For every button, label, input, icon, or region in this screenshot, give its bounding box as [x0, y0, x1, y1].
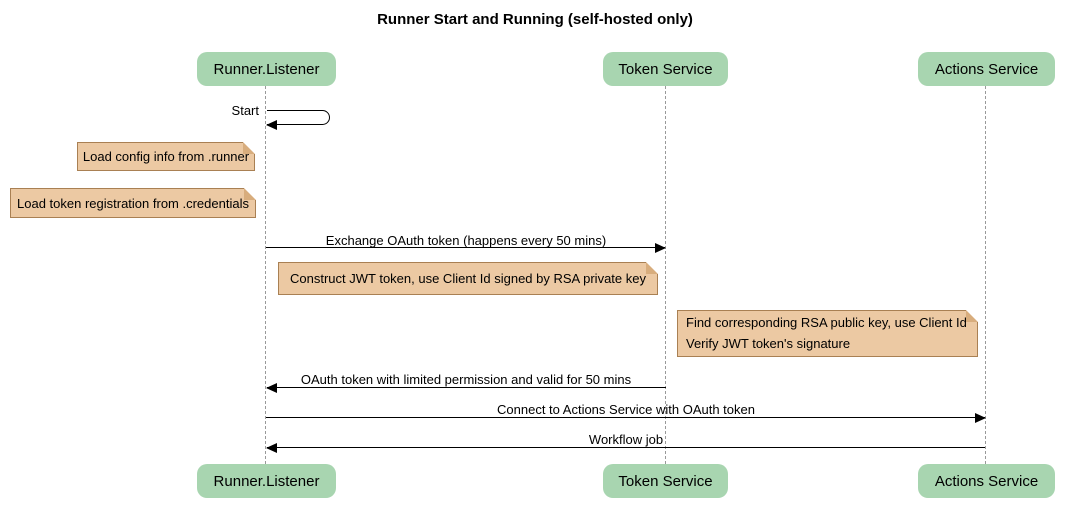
lifeline-actions-service — [985, 86, 986, 464]
note-load-config: Load config info from .runner — [77, 142, 255, 171]
message-label-oauth-token: OAuth token with limited permission and … — [300, 372, 632, 387]
arrowhead-connect-actions — [975, 413, 986, 423]
arrowhead-oauth-token — [266, 383, 277, 393]
actor-runner-listener-bottom: Runner.Listener — [197, 464, 336, 498]
arrowhead-start — [266, 120, 277, 130]
diagram-title: Runner Start and Running (self-hosted on… — [377, 11, 693, 28]
arrowhead-workflow-job — [266, 443, 277, 453]
actor-actions-service-top: Actions Service — [918, 52, 1055, 86]
actor-actions-service-bottom: Actions Service — [918, 464, 1055, 498]
message-label-start: Start — [231, 103, 259, 118]
note-load-token-registration: Load token registration from .credential… — [10, 188, 256, 218]
message-line-workflow-job — [267, 447, 985, 448]
message-label-exchange-oauth: Exchange OAuth token (happens every 50 m… — [325, 233, 607, 248]
actor-token-service-bottom: Token Service — [603, 464, 728, 498]
actor-token-service-top: Token Service — [603, 52, 728, 86]
note-verify-jwt: Find corresponding RSA public key, use C… — [677, 310, 978, 357]
message-line-oauth-token — [267, 387, 666, 388]
message-line-exchange-oauth — [266, 247, 665, 248]
lifeline-runner-listener — [265, 86, 266, 464]
lifeline-token-service — [665, 86, 666, 464]
message-label-connect-actions: Connect to Actions Service with OAuth to… — [497, 402, 755, 417]
message-label-workflow-job: Workflow job — [588, 432, 664, 447]
self-message-arrow-start — [267, 110, 330, 125]
arrowhead-exchange-oauth — [655, 243, 666, 253]
note-construct-jwt: Construct JWT token, use Client Id signe… — [278, 262, 658, 295]
actor-runner-listener-top: Runner.Listener — [197, 52, 336, 86]
message-line-connect-actions — [266, 417, 985, 418]
